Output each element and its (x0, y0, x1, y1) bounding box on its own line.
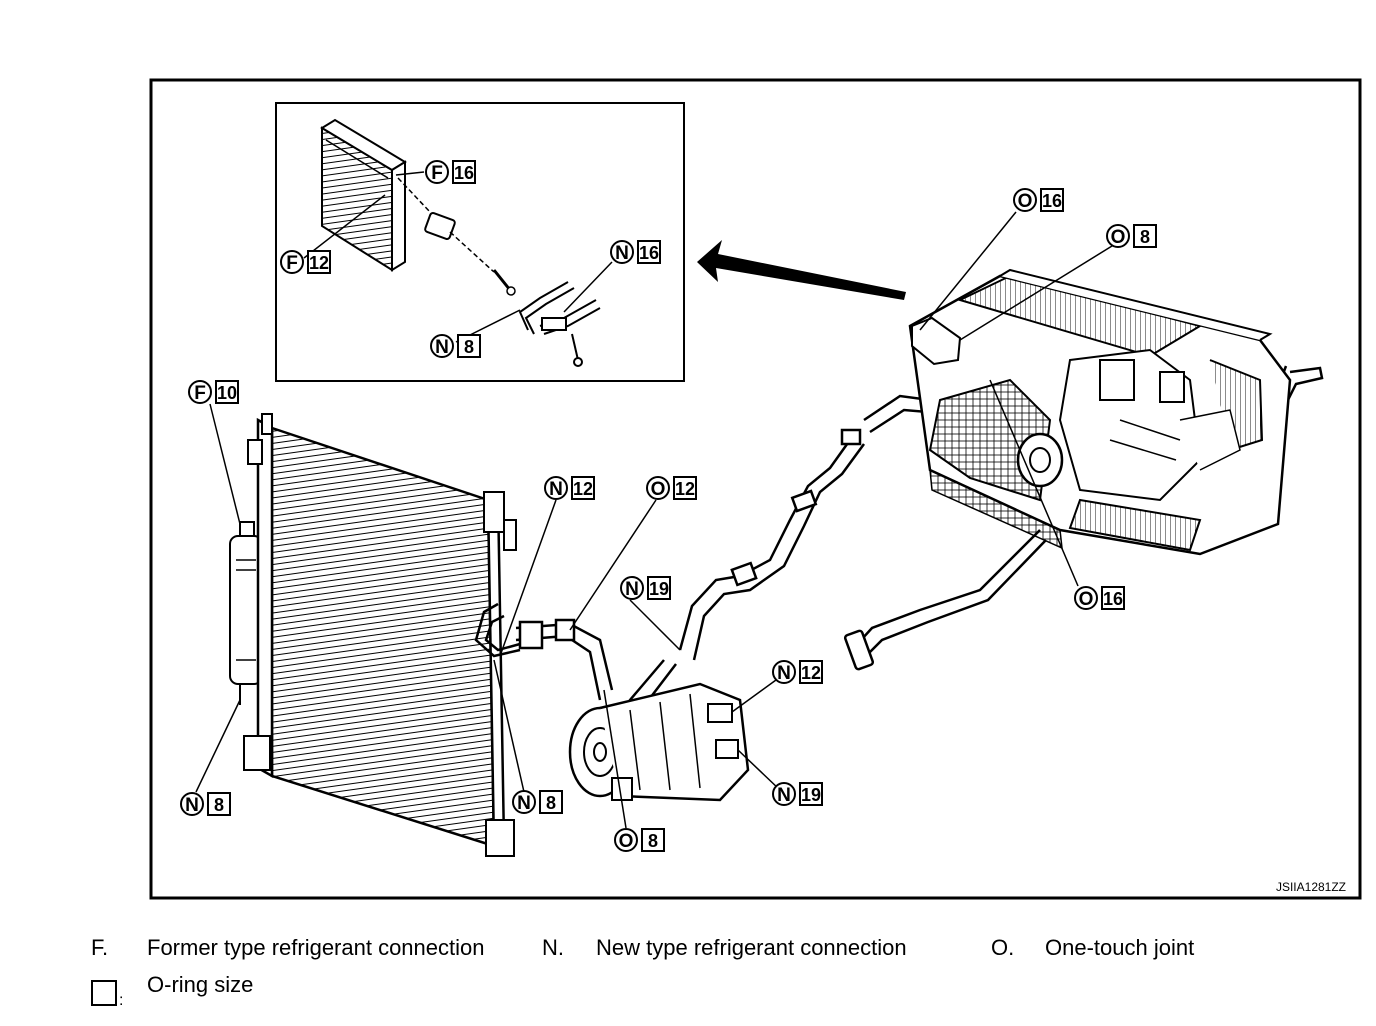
callout-letter: N (435, 337, 449, 358)
callout-size: 8 (648, 831, 658, 851)
callout-size: 8 (1140, 227, 1150, 247)
callout-letter: F (286, 253, 298, 274)
callout-letter: F (194, 383, 206, 404)
callout-n19-lower: N 19 (772, 782, 823, 806)
condenser (243, 413, 517, 857)
callout-o8-top: O 8 (1106, 224, 1157, 248)
callout-size: 16 (1042, 191, 1062, 211)
legend-o-text: One-touch joint (1045, 935, 1195, 960)
liquid-tank (229, 521, 263, 705)
inset-pipes (518, 281, 601, 367)
callout-o12: O 12 (646, 476, 697, 500)
callout-size: 12 (309, 253, 329, 273)
evaporator-core (320, 118, 407, 272)
legend-o-key: O. (991, 935, 1015, 960)
callout-letter: O (1018, 191, 1033, 212)
callout-letter: O (1111, 227, 1126, 248)
callout-o16-top: O 16 (1013, 188, 1064, 212)
callout-size: 12 (801, 663, 821, 683)
callout-letter: F (431, 163, 443, 184)
callout-f10: F 10 (188, 380, 239, 404)
callout-f12: F 12 (280, 250, 331, 274)
callout-n8-inset: N 8 (430, 334, 481, 358)
legend-n-text: New type refrigerant connection (596, 935, 907, 960)
callout-size: 8 (546, 793, 556, 813)
callout-letter: O (651, 479, 666, 500)
legend-oring-box (91, 980, 117, 1006)
callout-letter: N (615, 243, 629, 264)
hvac-unit (908, 268, 1292, 556)
callout-letter: N (185, 795, 199, 816)
callout-n16-inset: N 16 (610, 240, 661, 264)
callout-size: 16 (1103, 589, 1123, 609)
legend-oring-text: O-ring size (147, 972, 254, 997)
callout-n8-condenser: N 8 (512, 790, 563, 814)
diagram-frame (149, 78, 1362, 900)
legend-f-text: Former type refrigerant connection (147, 935, 485, 960)
callout-size: 10 (217, 383, 237, 403)
callout-f16: F 16 (425, 160, 476, 184)
leader-lines (195, 211, 1113, 829)
callout-letter: N (549, 479, 563, 500)
callout-letter: N (517, 793, 531, 814)
callout-n12-condenser: N 12 (544, 476, 595, 500)
callout-n8-tank: N 8 (180, 792, 231, 816)
callout-o16-lower: O 16 (1074, 586, 1125, 610)
callout-size: 19 (649, 579, 669, 599)
callout-size: 16 (454, 163, 474, 183)
callout-n19-upper: N 19 (620, 576, 671, 600)
figure-id: JSIIA1281ZZ (1276, 880, 1346, 894)
callout-size: 8 (214, 795, 224, 815)
callout-letter: N (777, 785, 791, 806)
compressor (568, 682, 750, 802)
legend-box-colon: : (119, 992, 124, 1009)
callout-letter: O (619, 831, 634, 852)
callout-letter: O (1079, 589, 1094, 610)
callout-size: 8 (464, 337, 474, 357)
detail-arrow (697, 240, 906, 300)
callout-letter: N (625, 579, 639, 600)
callout-o8-compressor: O 8 (614, 828, 665, 852)
legend-f-key: F. (91, 935, 109, 960)
legend-n-key: N. (542, 935, 564, 960)
callout-size: 12 (573, 479, 593, 499)
expansion-valve (397, 177, 516, 296)
callout-size: 19 (801, 785, 821, 805)
callout-size: 16 (639, 243, 659, 263)
callout-letter: N (777, 663, 791, 684)
callout-n12-compressor: N 12 (772, 660, 823, 684)
callout-size: 12 (675, 479, 695, 499)
